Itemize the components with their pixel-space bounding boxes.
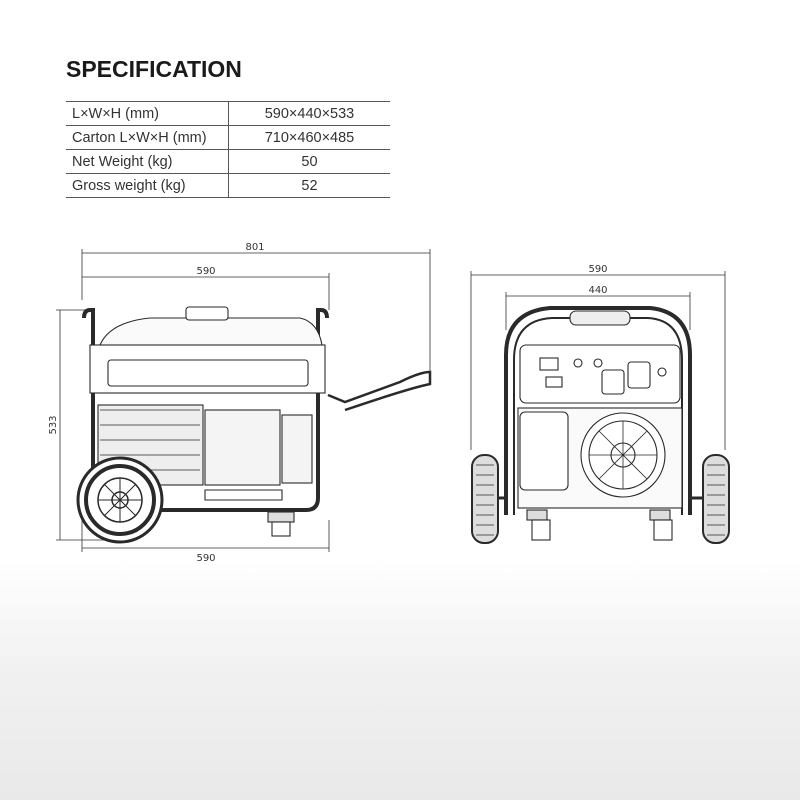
front-frame-width-label: 440 [588, 285, 607, 296]
side-view-drawing [76, 306, 432, 544]
spec-value: 590×440×533 [228, 101, 390, 126]
side-overall-length-label: 801 [245, 242, 264, 253]
spec-label: Net Weight (kg) [66, 149, 229, 174]
page-title: SPECIFICATION [66, 56, 242, 82]
table-row: Net Weight (kg) 50 [66, 149, 390, 174]
spec-table: L×W×H (mm) 590×440×533 Carton L×W×H (mm)… [66, 101, 390, 198]
side-frame-length-top-label: 590 [196, 266, 215, 277]
table-row: Gross weight (kg) 52 [66, 173, 390, 198]
front-overall-width-label: 590 [588, 264, 607, 275]
side-height-label: 533 [48, 415, 59, 434]
background-gradient [0, 560, 800, 800]
side-dimension-lines [56, 249, 431, 552]
spec-value: 50 [228, 149, 390, 174]
spec-label: L×W×H (mm) [66, 101, 229, 126]
spec-label: Gross weight (kg) [66, 173, 229, 198]
spec-value: 52 [228, 173, 390, 198]
side-frame-length-bottom-label: 590 [196, 553, 215, 564]
front-dimension-lines [470, 271, 726, 450]
table-row: L×W×H (mm) 590×440×533 [66, 101, 390, 126]
front-view-drawing [471, 306, 730, 544]
